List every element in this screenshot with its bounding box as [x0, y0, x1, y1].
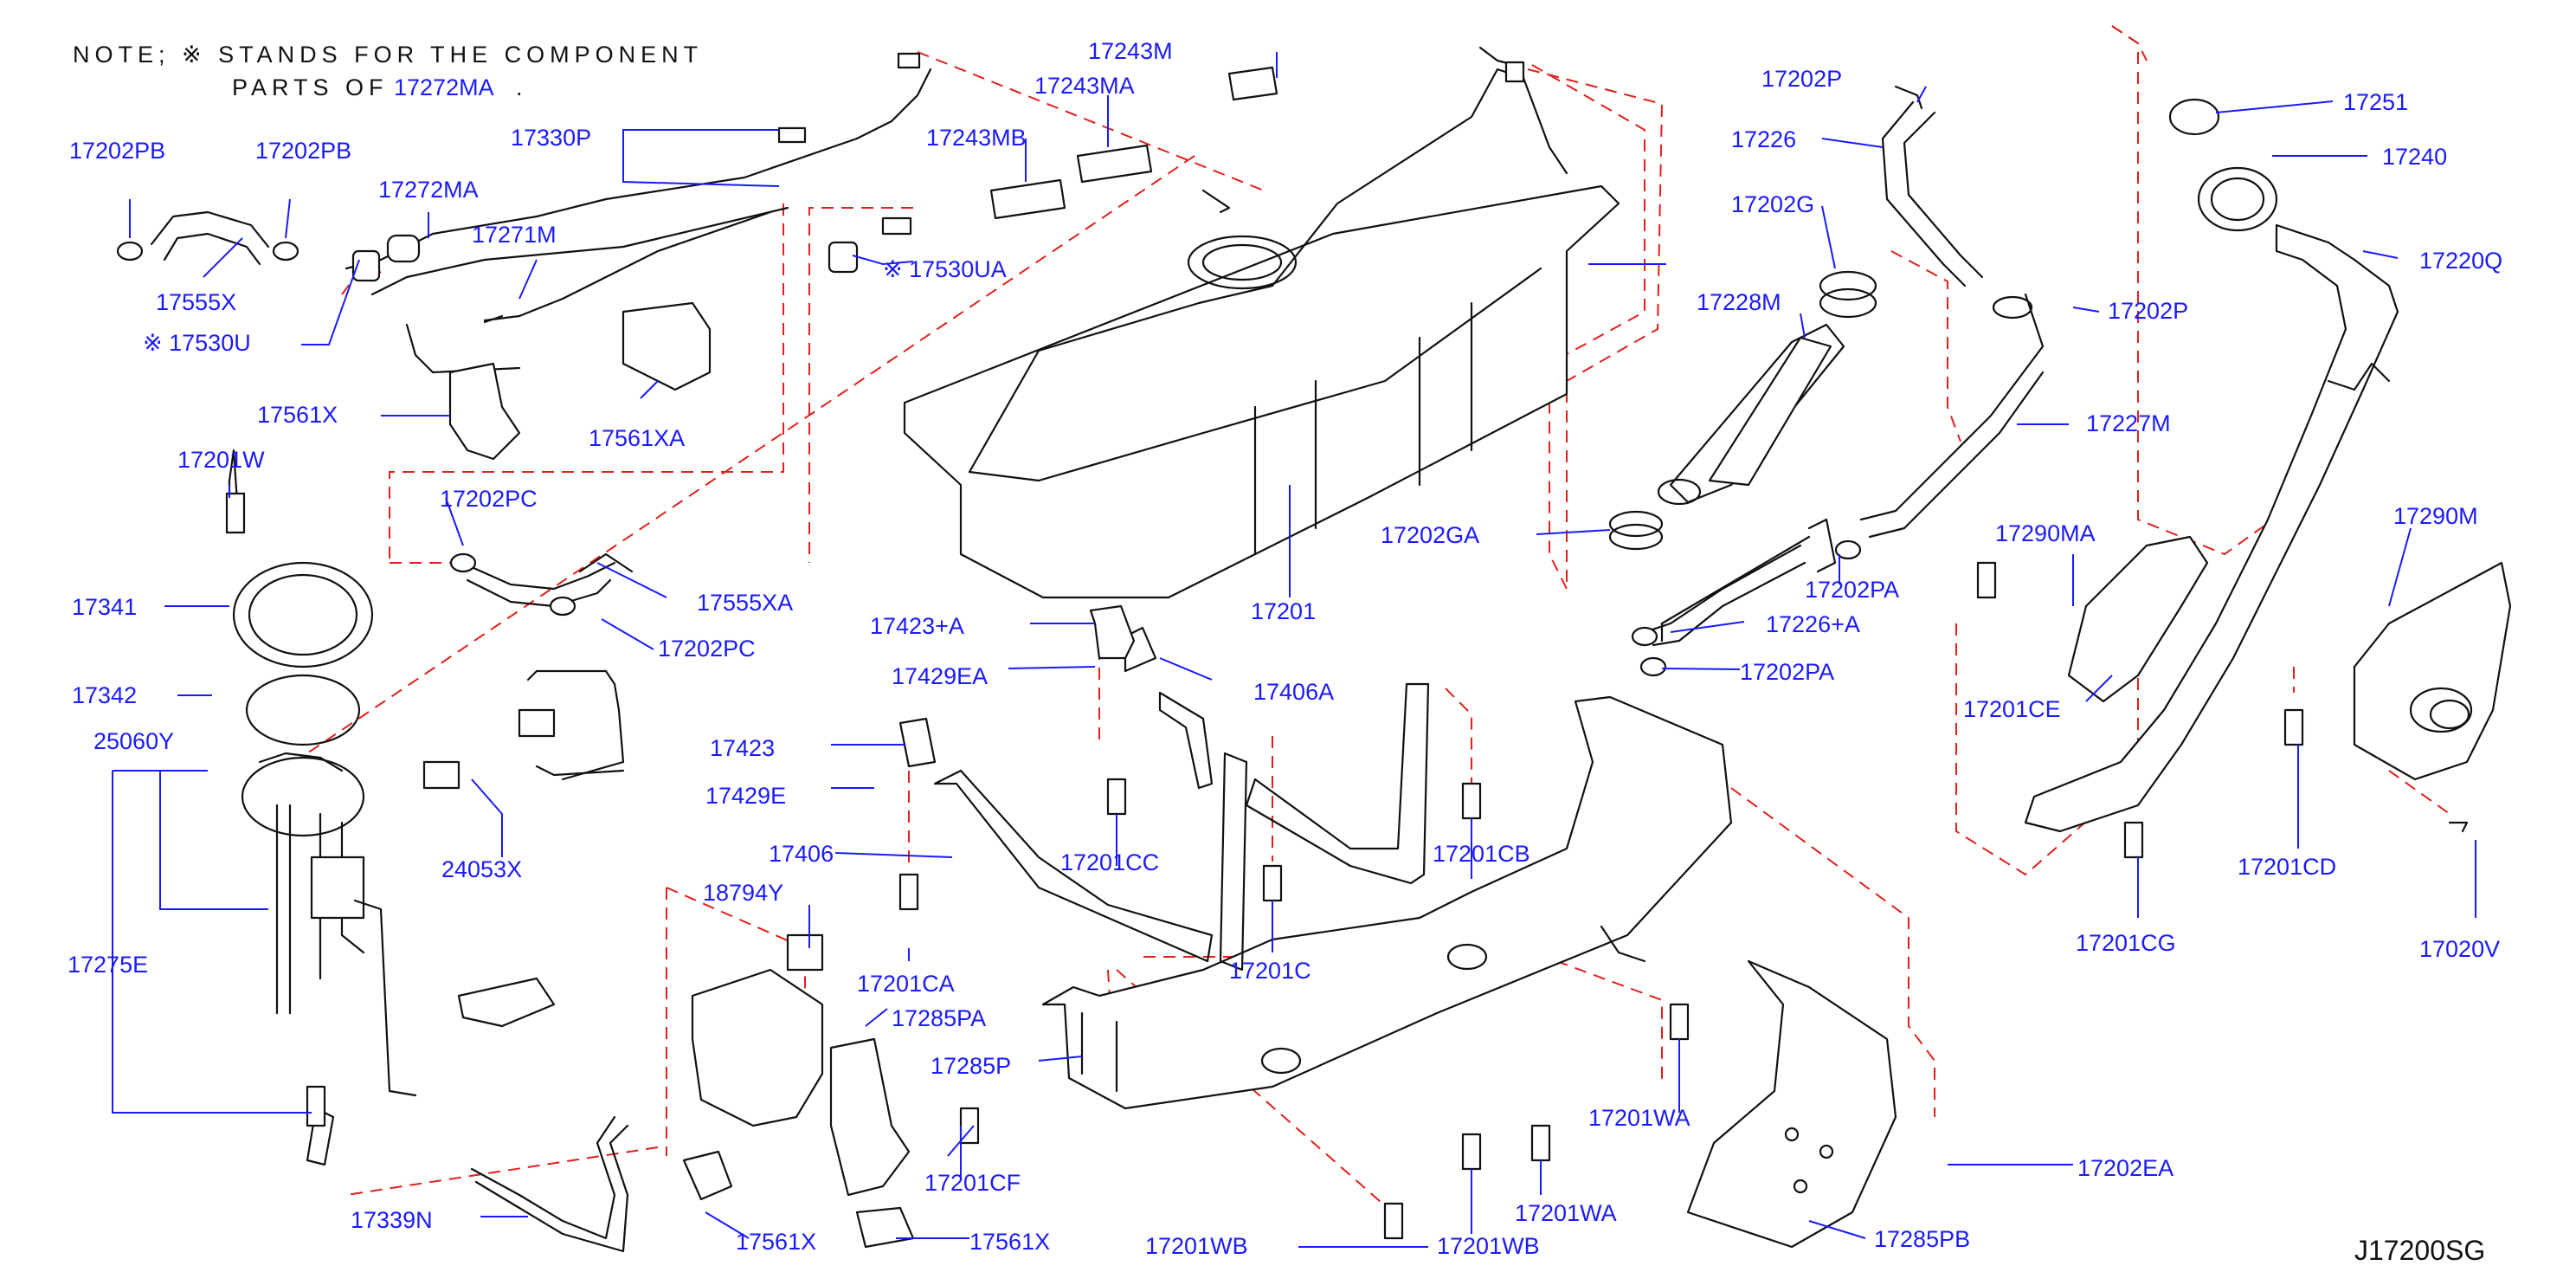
fuel-tank	[903, 46, 1620, 599]
label-17285P: 17285P	[931, 1053, 1011, 1079]
label-17201W: 17201W	[177, 447, 265, 473]
heat-shields-17285	[691, 959, 1897, 1249]
label-17201CE: 17201CE	[1963, 696, 2061, 722]
sender-harness-24053X	[422, 669, 625, 790]
label-17228M: 17228M	[1697, 289, 1781, 315]
label-17342: 17342	[72, 682, 137, 708]
label-17271M: 17271M	[472, 222, 557, 248]
label-17555X: 17555X	[156, 289, 236, 315]
clips-17530U	[351, 234, 859, 282]
label-17201CA: 17201CA	[857, 971, 955, 997]
label-17201WB-right: 17201WB	[1437, 1233, 1540, 1259]
tank-lower-shell	[1041, 695, 1733, 1110]
label-17220Q: 17220Q	[2419, 248, 2502, 274]
hose-17228M	[1708, 336, 1832, 487]
label-17202PC-lower: 17202PC	[658, 636, 756, 662]
label-17251: 17251	[2343, 89, 2408, 115]
label-17530U: ※ 17530U	[143, 330, 251, 356]
tank-labels-plates	[989, 66, 1278, 220]
tank-straps	[933, 626, 1430, 972]
label-17243MA: 17243MA	[1034, 73, 1135, 99]
label-17429EA: 17429EA	[892, 663, 988, 689]
clamp-17561X	[448, 301, 712, 461]
label-17330P: 17330P	[511, 125, 591, 151]
filler-hose-system	[1608, 85, 2045, 647]
label-17423: 17423	[710, 735, 775, 761]
label-17429E: 17429E	[705, 783, 786, 809]
note-line-2-part: 17272MA	[394, 74, 494, 100]
label-17561XA: 17561XA	[589, 425, 685, 451]
filler-neck-17220Q	[2024, 98, 2399, 833]
label-17561X-lower-left: 17561X	[736, 1229, 816, 1255]
label-17530UA: ※ 17530UA	[883, 256, 1007, 282]
label-17226A: 17226+A	[1766, 611, 1860, 637]
label-17202EA: 17202EA	[2077, 1155, 2174, 1181]
label-24053X: 24053X	[441, 856, 522, 882]
label-17339N: 17339N	[351, 1207, 433, 1233]
label-17201WA-right: 17201WA	[1588, 1105, 1690, 1131]
label-17285PB: 17285PB	[1874, 1226, 1970, 1252]
leader-lines	[112, 52, 2476, 1248]
part-labels: 17202PB 17202PB 17555X ※ 17530U 17272MA …	[68, 38, 2502, 1259]
fuel-pump-module	[241, 752, 556, 1166]
label-17555XA: 17555XA	[697, 590, 793, 616]
label-17202PC-upper: 17202PC	[440, 486, 538, 512]
label-17202PB-left: 17202PB	[69, 138, 165, 164]
hose-17555X	[116, 210, 299, 266]
label-17201WB-left: 17201WB	[1145, 1233, 1248, 1259]
label-17406: 17406	[769, 841, 834, 867]
pump-ring-and-gasket	[228, 449, 374, 746]
label-17202GA: 17202GA	[1381, 522, 1479, 548]
label-17243M: 17243M	[1088, 38, 1173, 64]
note-block: NOTE; ※ STANDS FOR THE COMPONENT PARTS O…	[73, 42, 703, 100]
label-17406A: 17406A	[1253, 679, 1334, 705]
fuel-tube-assembly	[345, 52, 932, 374]
hose-17555XA	[449, 552, 634, 617]
label-17201: 17201	[1251, 598, 1316, 624]
diagram-code: J17200SG	[2354, 1235, 2485, 1266]
label-17201CC: 17201CC	[1060, 849, 1159, 875]
label-17202PA-upper: 17202PA	[1805, 577, 1899, 603]
label-17201CD: 17201CD	[2238, 854, 2336, 880]
label-17202P-top: 17202P	[1761, 66, 1842, 92]
label-17201CF: 17201CF	[924, 1170, 1021, 1196]
filler-pocket-17290	[2067, 535, 2512, 833]
label-18794Y: 18794Y	[703, 880, 783, 906]
label-17202P-right: 17202P	[2108, 298, 2188, 324]
label-17202G: 17202G	[1731, 191, 1814, 217]
label-25060Y: 25060Y	[93, 728, 174, 754]
label-17226: 17226	[1731, 126, 1796, 152]
label-17201C: 17201C	[1229, 958, 1311, 984]
label-17227M: 17227M	[2086, 410, 2171, 436]
label-17201CG: 17201CG	[2076, 930, 2176, 956]
label-17561X-lower-right: 17561X	[969, 1229, 1050, 1255]
label-17561X-upper: 17561X	[257, 402, 338, 428]
label-17202PA-lower: 17202PA	[1740, 659, 1834, 685]
label-17201WA-center: 17201WA	[1515, 1200, 1617, 1226]
label-17240: 17240	[2382, 144, 2447, 170]
label-17020V: 17020V	[2419, 936, 2500, 962]
note-line-1: NOTE; ※ STANDS FOR THE COMPONENT	[73, 42, 703, 68]
label-17272MA: 17272MA	[378, 177, 479, 203]
label-17290MA: 17290MA	[1995, 520, 2096, 546]
label-17290M: 17290M	[2393, 503, 2478, 529]
label-17275E: 17275E	[68, 952, 148, 978]
label-17341: 17341	[72, 594, 137, 620]
hose-17339N	[470, 1115, 629, 1253]
label-17285PA: 17285PA	[892, 1005, 986, 1031]
label-17243MB: 17243MB	[926, 125, 1027, 151]
hose-17226A	[1631, 535, 1862, 677]
note-line-2-prefix: PARTS OF	[232, 74, 389, 100]
note-line-2-suffix: .	[516, 74, 528, 100]
clamps-17561X-lower	[682, 1150, 915, 1249]
label-17201CB: 17201CB	[1433, 841, 1530, 867]
label-17202PB-right: 17202PB	[255, 138, 351, 164]
label-17423A: 17423+A	[870, 613, 964, 639]
